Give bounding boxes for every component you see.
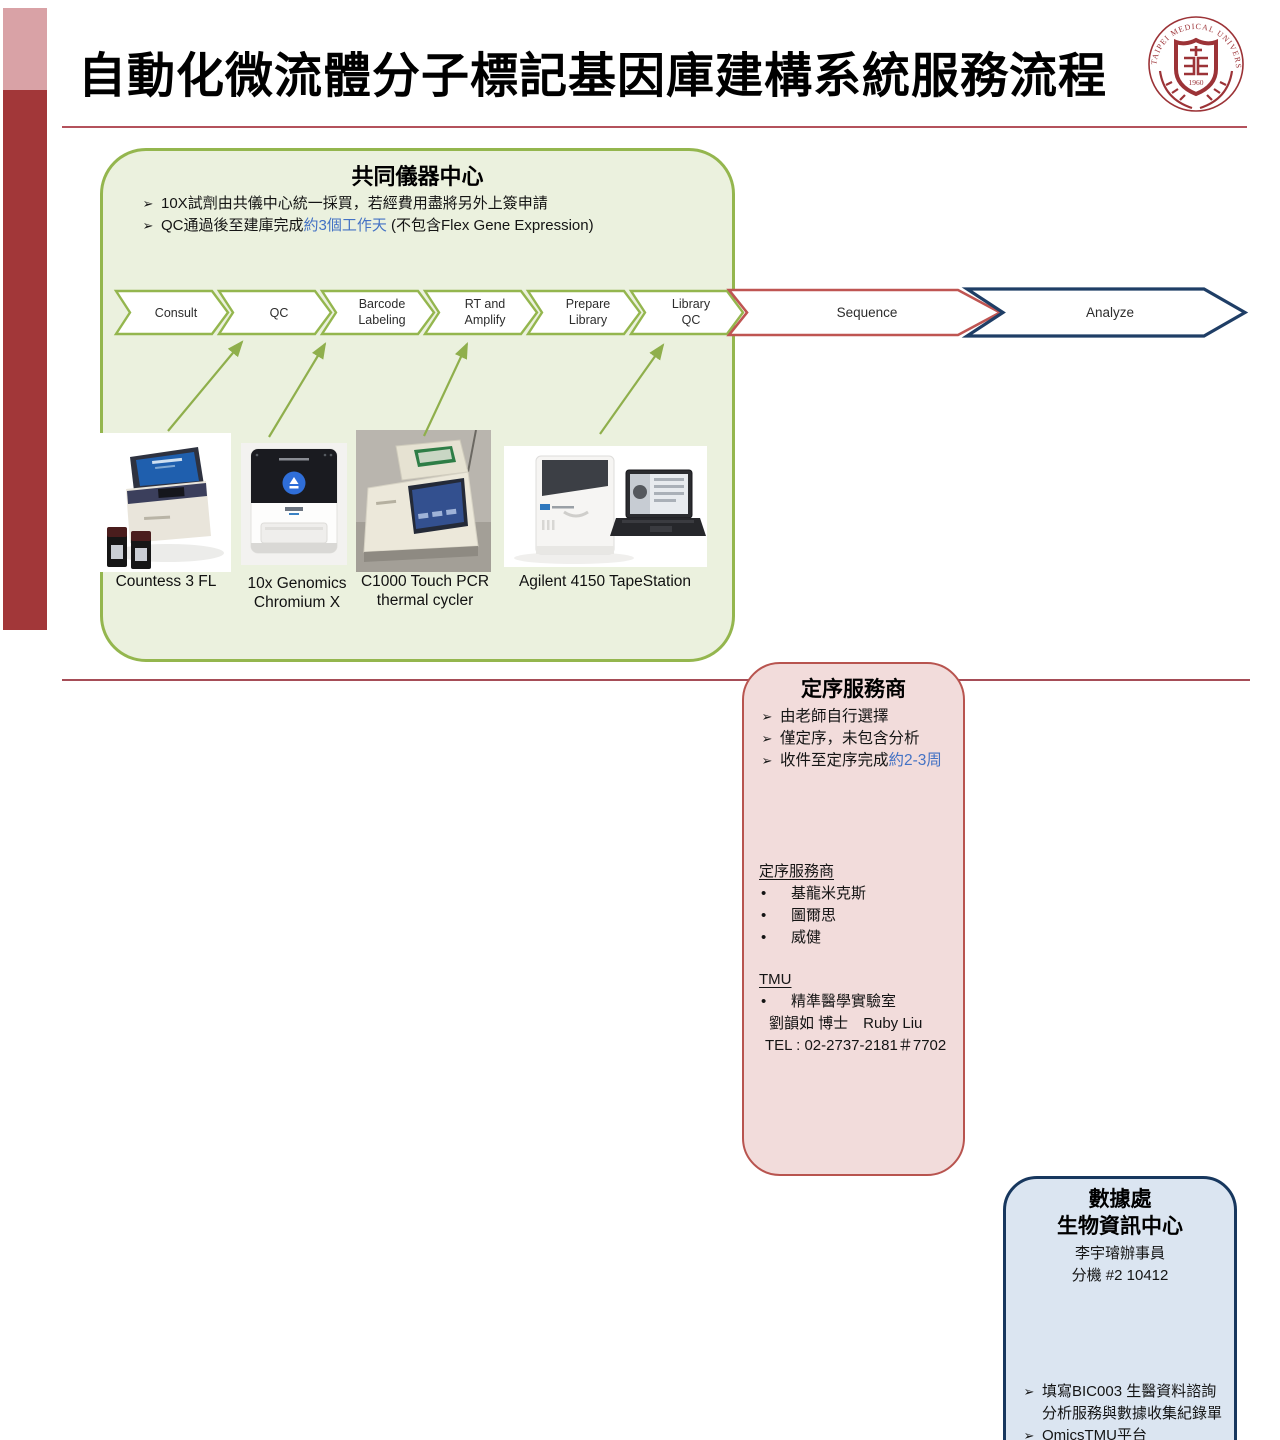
tmu-contact-person: 劉韻如 博士 Ruby Liu [769, 1015, 923, 1032]
bioinformatics-bullets: ➢ 填寫BIC003 生醫資料諮詢分析服務與數據收集紀錄單 ➢ OmicsTMU… [1016, 1381, 1226, 1440]
list-item: •基龍米克斯 [759, 883, 955, 905]
bullet-dot-icon: • [761, 907, 767, 924]
tapestation-photo [504, 446, 707, 567]
bioinformatics-title: 數據處 生物資訊中心 [1057, 1188, 1183, 1238]
logo-laurel [1158, 70, 1234, 110]
title-divider [62, 126, 1247, 128]
c1000-thermal-cycler-photo [356, 430, 491, 572]
bullet-arrow-icon: ➢ [1023, 1384, 1035, 1399]
list-item: •圖爾思 [759, 905, 955, 927]
countess-3-fl-photo [100, 433, 231, 572]
tmu-contact-block: TMU •精準醫學實驗室 劉韻如 博士 Ruby Liu TEL : 02-27… [759, 969, 955, 1057]
sequencing-title: 定序服務商 [801, 678, 906, 701]
contact-name: 李宇璿辦事員 [1074, 1245, 1165, 1262]
accent-bar-bottom [3, 90, 47, 630]
instrument-center-title: 共同儀器中心 [351, 164, 484, 189]
sequencing-bullets: ➢ 由老師自行選擇 ➢ 僅定序，未包含分析 ➢ 收件至定序完成約2-3周 [754, 706, 954, 772]
bullet-arrow-icon: ➢ [761, 753, 773, 768]
logo-year: 1960 [1189, 78, 1204, 87]
step-label-sequence: Sequence [837, 305, 898, 320]
bullet-dot-icon: • [761, 993, 767, 1010]
bullet-arrow-icon: ➢ [142, 196, 154, 211]
bullet-dot-icon: • [761, 885, 767, 902]
logo-shield [1174, 37, 1218, 97]
panel-bioinformatics-center: 數據處 生物資訊中心 李宇璿辦事員 分機 #2 10412 ➢ 填寫BIC003… [1003, 1176, 1237, 1440]
sequencing-vendor-list: 定序服務商 •基龍米克斯 •圖爾思 •威健 TMU •精準醫學實驗室 劉韻如 博… [759, 861, 955, 1057]
logo-emblem [1184, 46, 1208, 76]
chevron-sequence [726, 288, 1003, 337]
equipment-label-c1000: C1000 Touch PCR thermal cycler [360, 573, 490, 609]
bullet-dot-icon: • [761, 929, 767, 946]
list-item: •威健 [759, 927, 955, 949]
equipment-label-countess: Countess 3 FL [115, 573, 217, 590]
taipei-medical-university-logo-icon: TAIPEI MEDICAL UNIVERSITY 1960 [1146, 13, 1244, 112]
bullet-arrow-icon: ➢ [1023, 1428, 1035, 1440]
tmu-contact-tel: TEL : 02-2737-2181＃7702 [765, 1037, 947, 1054]
chevron-analyze [961, 287, 1249, 338]
vendor-heading: 定序服務商 [759, 863, 835, 880]
list-item: •精準醫學實驗室 [759, 991, 955, 1013]
list-item: ➢ 由老師自行選擇 [754, 706, 954, 728]
equipment-label-tapestation: Agilent 4150 TapeStation [518, 573, 692, 590]
list-item: ➢ 僅定序，未包含分析 [754, 728, 954, 750]
list-item: ➢ 收件至定序完成約2-3周 [754, 750, 954, 772]
bullet-arrow-icon: ➢ [142, 218, 154, 233]
step-label-analyze: Analyze [1086, 305, 1134, 320]
bioinformatics-contact: 李宇璿辦事員 分機 #2 10412 [1006, 1243, 1234, 1287]
equipment-label-chromium: 10x Genomics Chromium X [247, 575, 347, 611]
tmu-heading: TMU [759, 971, 792, 988]
instrument-center-bullets: ➢ 10X試劑由共儀中心統一採買，若經費用盡將另外上簽申請 ➢ QC通過後至建庫… [135, 193, 712, 237]
bottom-divider [62, 679, 1250, 681]
bullet-arrow-icon: ➢ [761, 709, 773, 724]
bullet-arrow-icon: ➢ [761, 731, 773, 746]
list-item: ➢ 填寫BIC003 生醫資料諮詢分析服務與數據收集紀錄單 [1016, 1381, 1226, 1425]
list-item: ➢ 10X試劑由共儀中心統一採買，若經費用盡將另外上簽申請 [135, 193, 712, 215]
page-title: 自動化微流體分子標記基因庫建構系統服務流程 [78, 50, 1108, 103]
contact-extension: 分機 #2 10412 [1071, 1267, 1169, 1284]
list-item: ➢ QC通過後至建庫完成約3個工作天 (不包含Flex Gene Express… [135, 215, 712, 237]
accent-bar-top [3, 8, 47, 90]
panel-sequencing-provider: 定序服務商 ➢ 由老師自行選擇 ➢ 僅定序，未包含分析 ➢ 收件至定序完成約2-… [742, 662, 965, 1176]
chromium-x-photo [241, 443, 347, 565]
list-item: ➢ OmicsTMU平台 [1016, 1425, 1226, 1440]
